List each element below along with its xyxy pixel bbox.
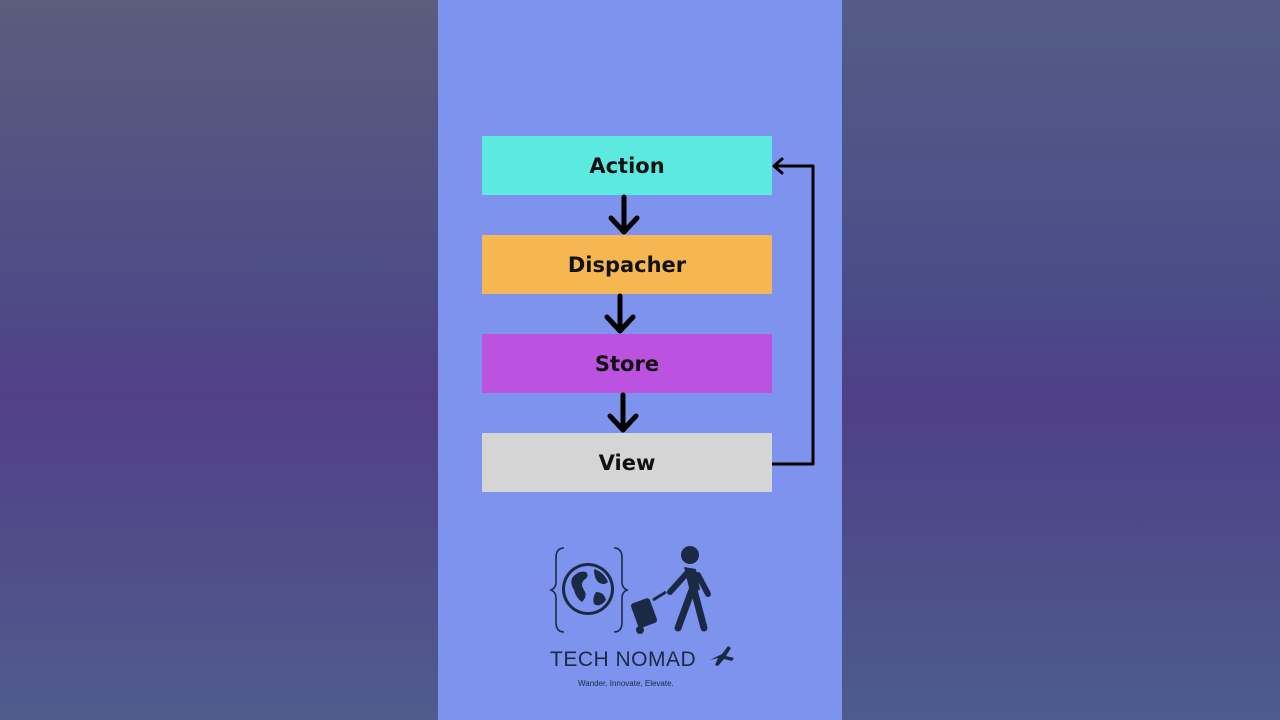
globe-icon	[562, 563, 614, 615]
node-action: Action	[482, 136, 772, 195]
node-dispatcher: Dispacher	[482, 235, 772, 294]
node-store: Store	[482, 334, 772, 393]
tech-nomad-logo	[548, 546, 734, 666]
node-view: View	[482, 433, 772, 492]
node-store-label: Store	[594, 351, 660, 376]
traveler-icon	[631, 546, 711, 634]
arrow-action-to-dispatcher	[608, 194, 640, 235]
node-action-label: Action	[589, 153, 665, 178]
blurred-background-left	[0, 0, 438, 720]
brand-tagline: Wander, Innovate, Elevate.	[578, 679, 674, 688]
flow-arrows	[604, 157, 815, 466]
content-panel: Action Dispacher Store View	[438, 0, 842, 720]
airplane-icon	[710, 646, 734, 666]
node-dispatcher-label: Dispacher	[567, 252, 687, 277]
brand-name: TECH NOMAD	[550, 648, 697, 671]
arrow-dispatcher-to-store	[604, 293, 636, 334]
node-view-label: View	[598, 450, 656, 475]
arrow-view-to-action	[772, 157, 815, 466]
brace-left-icon	[548, 547, 565, 633]
blurred-background-right	[842, 0, 1280, 720]
brace-right-icon	[613, 547, 630, 633]
arrow-store-to-view	[607, 392, 639, 433]
